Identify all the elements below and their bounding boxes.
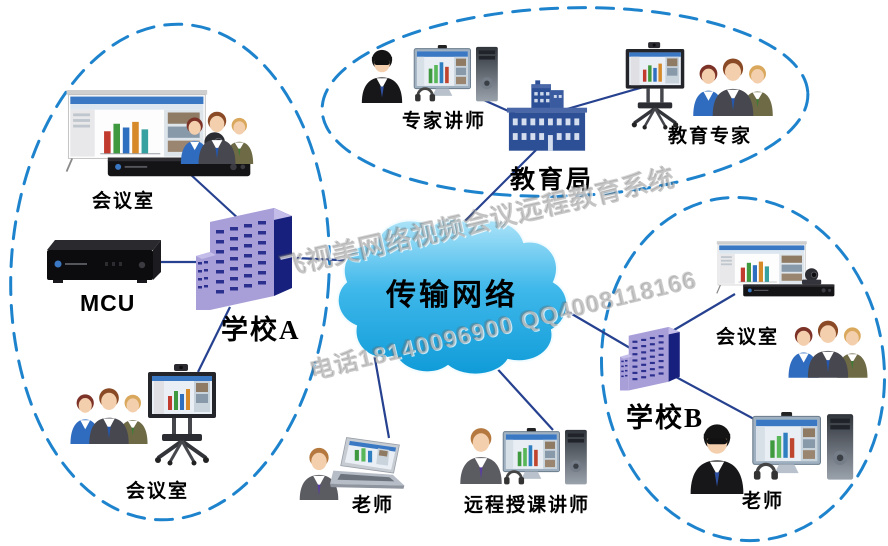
bureau-group-ellipse (320, 6, 810, 198)
school-a-group-ellipse (9, 22, 331, 522)
education-experts-label: 教育专家 (668, 126, 753, 147)
school-a-room-top-label: 会议室 (92, 191, 156, 212)
people-group-icon (68, 380, 150, 444)
conference-screen-codec-camera-icon (712, 226, 838, 314)
desktop-pc-icon (498, 428, 592, 488)
cloud-shape (336, 217, 569, 376)
link-bureau-cloud (451, 149, 537, 235)
laptop-teacher-label: 老师 (352, 495, 395, 516)
expert-lecturer-label: 专家讲师 (402, 111, 487, 132)
school-b-label: 学校B (626, 403, 705, 433)
school-a-label: 学校A (221, 315, 301, 345)
link-building-b-room (673, 293, 736, 331)
school-b-group-ellipse (599, 195, 887, 543)
bureau-label: 教育局 (510, 167, 595, 194)
desktop-pc-icon (410, 45, 502, 105)
person-sunglasses-icon (360, 48, 404, 103)
link-bureau-tvcart (559, 84, 648, 113)
link-building-b-teacher (675, 376, 766, 426)
cloud-label: 传输网络 (386, 279, 518, 312)
remote-lecturer-label: 远程授课讲师 (464, 495, 591, 516)
link-cloud-laptop-teacher (370, 341, 391, 439)
tv-cart-icon (146, 364, 218, 466)
laptop-icon (330, 436, 406, 492)
people-group-icon (690, 50, 776, 116)
link-building-room-a-bottom (197, 306, 231, 373)
people-group-icon (786, 312, 870, 378)
person-sunglasses-icon (686, 422, 748, 494)
mcu-device-icon (45, 238, 163, 286)
bureau-building-icon (505, 80, 589, 153)
tv-cart-icon (624, 42, 686, 130)
desktop-pc-icon (748, 412, 858, 484)
school-b-building-icon (620, 310, 686, 400)
school-a-room-bottom-label: 会议室 (126, 481, 190, 502)
people-group-icon (178, 104, 256, 164)
school-b-room-label: 会议室 (716, 327, 780, 348)
mcu-label: MCU (80, 290, 136, 316)
school-b-teacher-label: 老师 (742, 491, 785, 512)
